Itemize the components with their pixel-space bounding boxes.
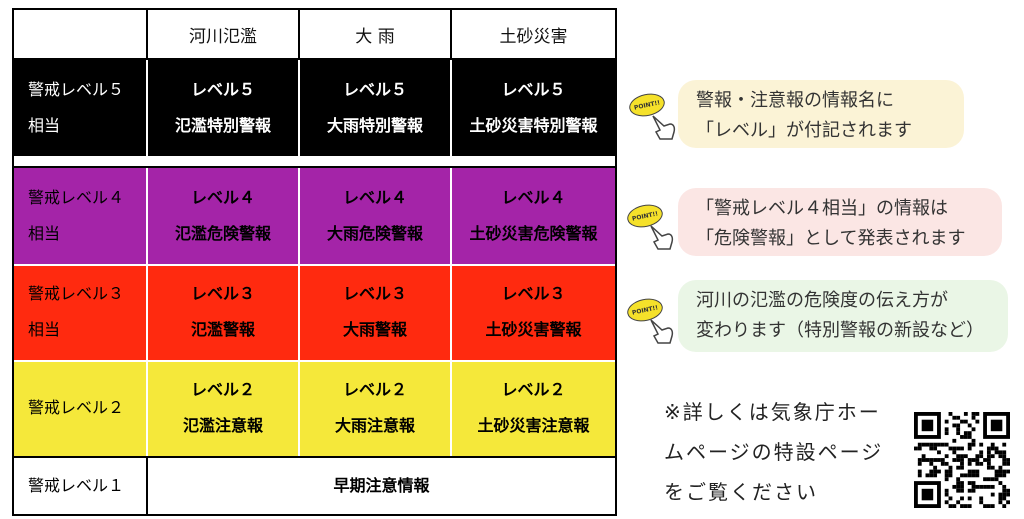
cell-level2-rain: レベル２ 大雨注意報 bbox=[300, 360, 452, 456]
level-text: レベル２ bbox=[190, 380, 255, 399]
level-text: レベル４ bbox=[501, 188, 566, 207]
header-heavy-rain: 大 雨 bbox=[300, 10, 452, 60]
row-level3-label: 警戒レベル３ 相当 bbox=[14, 264, 148, 360]
row-level3-bg bbox=[14, 264, 615, 360]
header-river-flood: 河川氾濫 bbox=[148, 10, 300, 60]
warning-name: 氾濫警報 bbox=[190, 320, 255, 339]
row-level4-label: 警戒レベル４ 相当 bbox=[14, 168, 148, 264]
row-level1-label: 警戒レベル１ bbox=[14, 458, 148, 514]
label-line: 相当 bbox=[28, 320, 61, 339]
callout-line: 「危険警報」として発表されます bbox=[696, 228, 966, 249]
label-line: 相当 bbox=[28, 116, 61, 135]
row-level2-bg bbox=[14, 360, 615, 456]
warning-name: 土砂災害警報 bbox=[485, 320, 582, 339]
level-text: レベル３ bbox=[501, 284, 566, 303]
cell-level2-river: レベル２ 氾濫注意報 bbox=[148, 360, 300, 456]
row-spacer bbox=[14, 156, 615, 168]
note-line: ムページの特設ページ bbox=[664, 440, 884, 464]
warning-name: 大雨特別警報 bbox=[326, 116, 423, 135]
note-line: をご覧ください bbox=[664, 480, 818, 504]
level-text: レベル３ bbox=[190, 284, 255, 303]
jma-note: ※詳しくは気象庁ホー ムページの特設ページ をご覧ください bbox=[664, 392, 904, 512]
row-level1-bg bbox=[14, 456, 615, 514]
level-text: レベル５ bbox=[501, 80, 566, 99]
cell-level5-river: レベル５ 氾濫特別警報 bbox=[148, 60, 300, 156]
label-line: 警戒レベル１ bbox=[28, 476, 125, 495]
callout-flood-risk: 河川の氾濫の危険度の伝え方が 変わります（特別警報の新設など） bbox=[678, 280, 1008, 352]
cell-level1-merged: 早期注意情報 bbox=[148, 458, 615, 514]
level-text: レベル５ bbox=[190, 80, 255, 99]
level-text: レベル２ bbox=[342, 380, 407, 399]
warning-name: 土砂災害特別警報 bbox=[469, 116, 598, 135]
cell-level5-landslide: レベル５ 土砂災害特別警報 bbox=[452, 60, 615, 156]
row-level2-label: 警戒レベル２ bbox=[14, 360, 148, 456]
label-line: 相当 bbox=[28, 224, 61, 243]
cell-level5-rain: レベル５ 大雨特別警報 bbox=[300, 60, 452, 156]
level-text: レベル４ bbox=[342, 188, 407, 207]
pointing-hand-icon bbox=[650, 225, 674, 250]
warning-name: 大雨注意報 bbox=[334, 416, 415, 435]
label-line: 警戒レベル３ bbox=[28, 284, 125, 303]
label-line: 警戒レベル５ bbox=[28, 80, 125, 99]
cell-level2-landslide: レベル２ 土砂災害注意報 bbox=[452, 360, 615, 456]
header-blank bbox=[14, 10, 148, 60]
level-text: レベル２ bbox=[501, 380, 566, 399]
cell-level3-rain: レベル３ 大雨警報 bbox=[300, 264, 452, 360]
pointing-hand-icon bbox=[650, 319, 674, 344]
cell-level3-landslide: レベル３ 土砂災害警報 bbox=[452, 264, 615, 360]
header-landslide: 土砂災害 bbox=[452, 10, 615, 60]
pointing-hand-icon bbox=[652, 115, 676, 140]
callout-line: 警報・注意報の情報名に bbox=[696, 90, 894, 111]
label-line: 警戒レベル２ bbox=[28, 398, 125, 417]
cell-level4-river: レベル４ 氾濫危険警報 bbox=[148, 168, 300, 264]
level-text: レベル３ bbox=[342, 284, 407, 303]
early-warning-info: 早期注意情報 bbox=[333, 476, 430, 495]
row-level4-bg bbox=[14, 168, 615, 264]
row-level5-bg bbox=[14, 60, 615, 156]
cell-level3-river: レベル３ 氾濫警報 bbox=[148, 264, 300, 360]
level-text: レベル５ bbox=[342, 80, 407, 99]
warning-name: 大雨警報 bbox=[342, 320, 407, 339]
note-line: ※詳しくは気象庁ホー bbox=[664, 400, 881, 424]
callout-danger-warning: 「警戒レベル４相当」の情報は 「危険警報」として発表されます bbox=[678, 188, 1002, 256]
level-text: レベル４ bbox=[190, 188, 255, 207]
cell-level4-landslide: レベル４ 土砂災害危険警報 bbox=[452, 168, 615, 264]
callout-line: 「レベル」が付記されます bbox=[696, 120, 912, 141]
callout-line: 「警戒レベル４相当」の情報は bbox=[696, 198, 948, 219]
warning-name: 氾濫危険警報 bbox=[174, 224, 271, 243]
qr-code-icon[interactable] bbox=[914, 412, 1010, 508]
warning-name: 土砂災害注意報 bbox=[477, 416, 590, 435]
warning-name: 氾濫特別警報 bbox=[174, 116, 271, 135]
label-line: 警戒レベル４ bbox=[28, 188, 125, 207]
warning-name: 土砂災害危険警報 bbox=[469, 224, 598, 243]
callout-level-name: 警報・注意報の情報名に 「レベル」が付記されます bbox=[678, 80, 964, 148]
callout-line: 河川の氾濫の危険度の伝え方が bbox=[696, 290, 948, 311]
cell-level4-rain: レベル４ 大雨危険警報 bbox=[300, 168, 452, 264]
callout-line: 変わります（特別警報の新設など） bbox=[696, 320, 984, 341]
warning-name: 氾濫注意報 bbox=[182, 416, 263, 435]
warning-name: 大雨危険警報 bbox=[326, 224, 423, 243]
row-level5-label: 警戒レベル５ 相当 bbox=[14, 60, 148, 156]
